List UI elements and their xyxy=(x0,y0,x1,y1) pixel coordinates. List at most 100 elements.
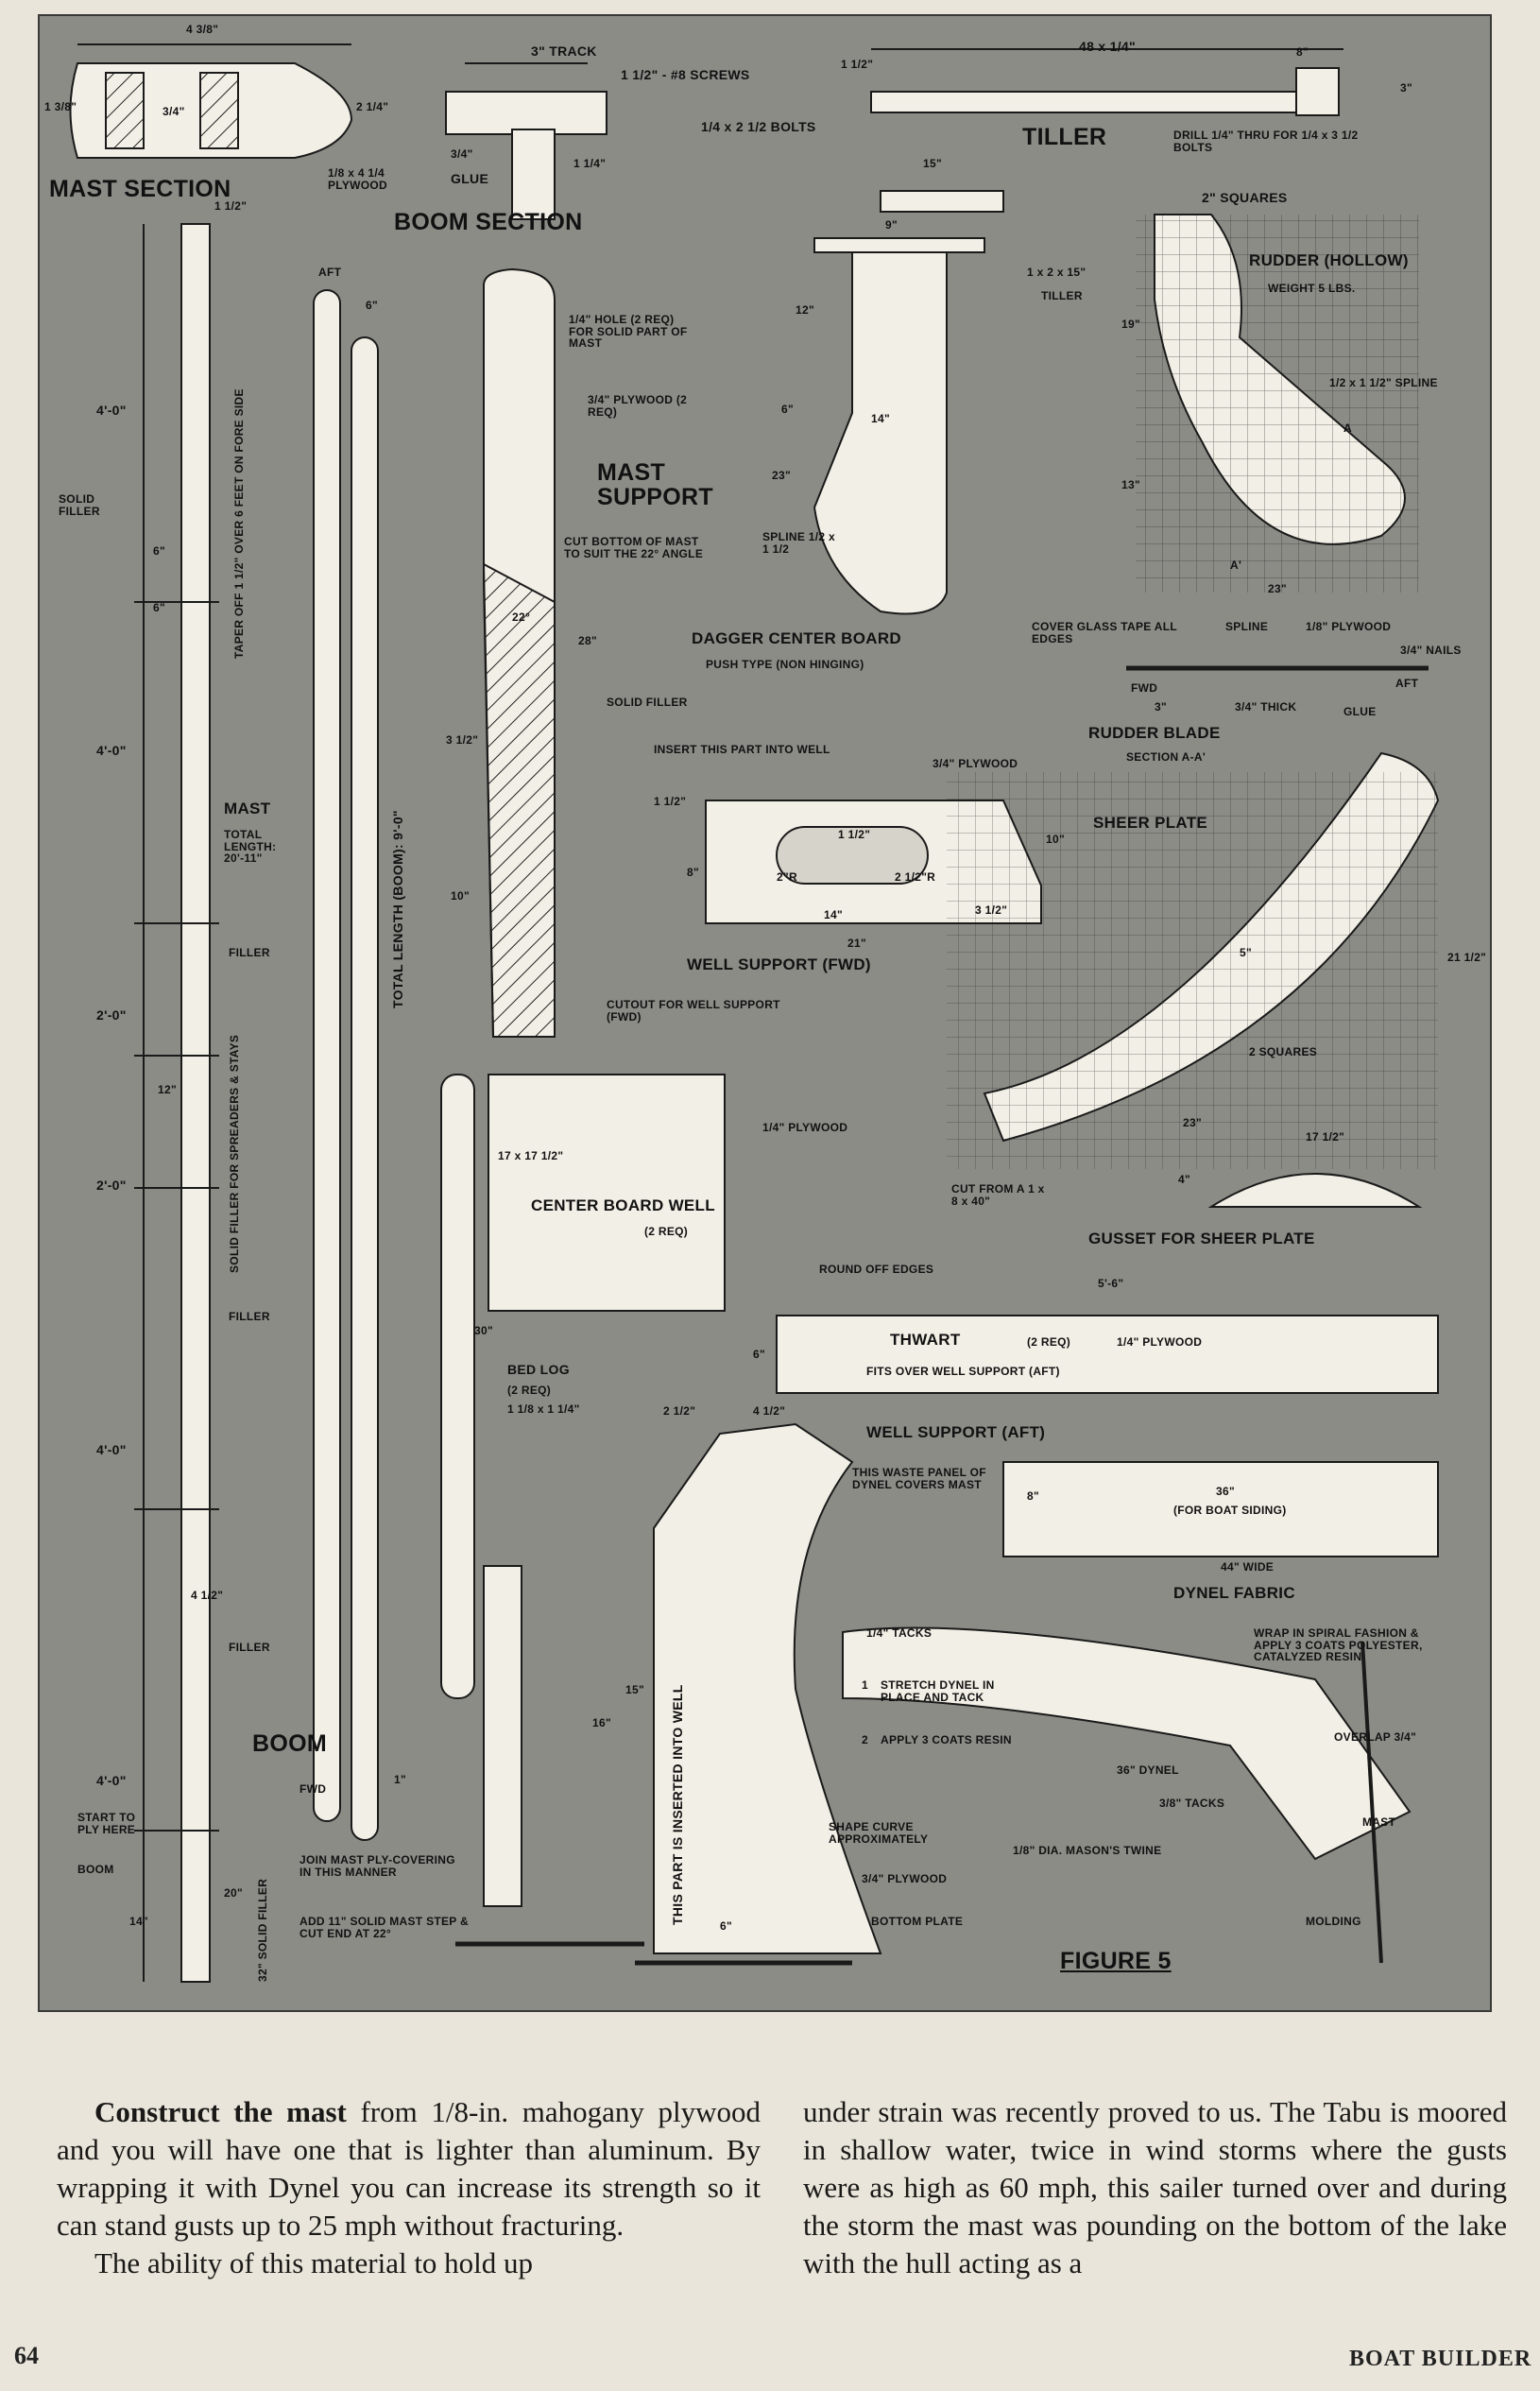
article-col2-p1: under strain was recently proved to us. … xyxy=(803,2095,1507,2279)
bed-log-req: (2 REQ) xyxy=(507,1384,552,1397)
article-lead: Construct the mast xyxy=(94,2095,347,2128)
well-support-aft-shape xyxy=(653,1422,882,1954)
boom-aft: AFT xyxy=(318,266,342,279)
boom-section-title: BOOM SECTION xyxy=(394,209,583,235)
boom-section-shape xyxy=(445,91,607,135)
mast-dim-top: 1 1/2" xyxy=(214,199,248,213)
mast-filler-2: FILLER xyxy=(229,1310,270,1323)
mast-start-ply: START TO PLY HERE xyxy=(77,1811,136,1836)
sheer-squares: 2 SQUARES xyxy=(1249,1045,1318,1058)
mast-support-dim-10: 10" xyxy=(451,889,470,903)
mast-shape xyxy=(180,223,211,1983)
dynel-step-num-1: 1 xyxy=(862,1678,868,1692)
rudder-blade-glue: GLUE xyxy=(1343,705,1377,718)
rudder-section-a-prime: A' xyxy=(1230,559,1242,572)
dynel-step-1: STRETCH DYNEL IN PLACE AND TACK xyxy=(881,1678,995,1704)
dagger-board-title: DAGGER CENTER BOARD xyxy=(692,629,901,647)
mast-support-dim-3: 3 1/2" xyxy=(446,733,479,747)
mast-taper-note: TAPER OFF 1 1/2" OVER 6 FEET ON FORE SID… xyxy=(232,388,246,659)
well-support-fwd-title: WELL SUPPORT (FWD) xyxy=(687,955,871,973)
dynel-dim-36: 36" xyxy=(1216,1485,1235,1498)
tiller-dim-15: 15" xyxy=(923,157,942,170)
mast-support-title: MAST SUPPORT xyxy=(597,459,713,511)
dagger-dim-12: 12" xyxy=(796,303,814,317)
dagger-dim-6: 6" xyxy=(781,403,794,416)
mast-spreaders-note: SOLID FILLER FOR SPREADERS & STAYS xyxy=(228,1034,241,1273)
well-aft-dim-4: 4 1/2" xyxy=(753,1404,786,1418)
rudder-blade-nails: 3/4" NAILS xyxy=(1400,644,1462,657)
boom-section-screws: 1 1/2" - #8 SCREWS xyxy=(621,67,750,82)
dynel-dim-8: 8" xyxy=(1027,1489,1039,1503)
mast-section-title: MAST SECTION xyxy=(49,176,231,202)
mast-label: MAST xyxy=(224,800,271,817)
dynel-step-num-2: 2 xyxy=(862,1733,868,1746)
well-aft-inserted: THIS PART IS INSERTED INTO WELL xyxy=(670,1684,685,1925)
thwart-plywood: 1/4" PLYWOOD xyxy=(1117,1335,1203,1349)
mast-seg-2: 4'-0" xyxy=(96,743,127,758)
rudder-blade-spline: SPLINE xyxy=(1225,620,1269,633)
tiller-dim-3: 3" xyxy=(1400,81,1412,95)
sheer-dim-5: 5" xyxy=(1240,946,1252,959)
mast-total-length: TOTAL LENGTH: 20'-11" xyxy=(224,828,277,866)
boom-total-length: TOTAL LENGTH (BOOM): 9'-0" xyxy=(390,810,405,1008)
sheer-cut: CUT FROM A 1 x 8 x 40" xyxy=(951,1182,1045,1208)
rudder-squares: 2" SQUARES xyxy=(1202,190,1288,205)
well-fwd-r2: 2 1/2"R xyxy=(895,870,936,884)
dynel-panel-shape xyxy=(1002,1461,1439,1557)
sheer-plate-title: SHEER PLATE xyxy=(1093,814,1208,832)
dynel-mast: MAST xyxy=(1362,1815,1396,1829)
cb-well-dim: 17 x 17 1/2" xyxy=(498,1149,564,1162)
well-aft-bottom: BOTTOM PLATE xyxy=(871,1915,964,1928)
mast-support-cutout: CUTOUT FOR WELL SUPPORT (FWD) xyxy=(607,998,780,1023)
rudder-dim-19: 19" xyxy=(1121,318,1140,331)
mast-support-solid-filler: SOLID FILLER xyxy=(607,696,688,709)
cb-well-req: (2 REQ) xyxy=(644,1225,689,1238)
dynel-waste: THIS WASTE PANEL OF DYNEL COVERS MAST xyxy=(852,1466,986,1491)
thwart-req: (2 REQ) xyxy=(1027,1335,1071,1349)
mast-solid-filler: SOLID FILLER xyxy=(59,492,100,518)
rudder-blade-cover: COVER GLASS TAPE ALL EDGES xyxy=(1032,620,1177,645)
well-aft-dim-16: 16" xyxy=(592,1716,611,1729)
well-fwd-dim-8: 8" xyxy=(687,866,699,879)
cb-well-title: CENTER BOARD WELL xyxy=(531,1196,715,1214)
gusset-dim-4: 4" xyxy=(1178,1173,1190,1186)
mast-solid-32: 32" SOLID FILLER xyxy=(256,1878,269,1982)
mast-boom-ref: BOOM xyxy=(77,1863,114,1876)
well-fwd-dim-3: 3 1/2" xyxy=(975,903,1008,917)
tiller-dim-length: 48 x 1/4" xyxy=(1079,39,1136,54)
rudder-blade-title: RUDDER BLADE xyxy=(1088,724,1221,742)
dagger-spline: SPLINE 1/2 x 1 1/2 xyxy=(762,530,835,556)
thwart-title: THWART xyxy=(890,1331,961,1349)
rudder-dim-9: 9" xyxy=(885,218,898,232)
figure-5-drawing: MAST SECTION 4 3/8" 1 3/8" 3/4" 2 1/4" 1… xyxy=(38,14,1492,2012)
well-support-aft-title: WELL SUPPORT (AFT) xyxy=(866,1423,1046,1441)
boom-section-glue: GLUE xyxy=(451,171,489,186)
mast-filler-1: FILLER xyxy=(229,946,270,959)
boom-label: BOOM xyxy=(252,1730,327,1757)
dynel-tacks: 1/4" TACKS xyxy=(866,1626,933,1640)
rudder-blade-subtitle: SECTION A-A' xyxy=(1126,750,1206,764)
gusset-dim-17: 17 1/2" xyxy=(1306,1130,1345,1144)
rudder-section-a: A xyxy=(1343,421,1352,435)
thwart-fits: FITS OVER WELL SUPPORT (AFT) xyxy=(866,1365,1060,1378)
tiller-drill: DRILL 1/4" THRU FOR 1/4 x 3 1/2 BOLTS xyxy=(1173,129,1359,154)
tiller-dim-8: 8" xyxy=(1296,45,1309,59)
mast-add-note: ADD 11" SOLID MAST STEP & CUT END AT 22° xyxy=(299,1915,469,1940)
tiller-shape xyxy=(870,91,1326,113)
tiller-title: TILLER xyxy=(1022,124,1107,150)
article-p2: The ability of this material to hold up xyxy=(94,2246,534,2279)
rudder-blade-thick: 3/4" THICK xyxy=(1235,700,1297,714)
rudder-board: 1 x 2 x 15" xyxy=(1027,266,1087,279)
dynel-tacks-2: 3/8" TACKS xyxy=(1159,1797,1225,1810)
rudder-tiller: TILLER xyxy=(1041,289,1083,302)
mast-dim-14: 14" xyxy=(129,1915,148,1928)
well-fwd-dim-half: 1 1/2" xyxy=(838,828,871,841)
running-head: BOAT BUILDER xyxy=(1349,2347,1532,2371)
boom-dim-6: 6" xyxy=(366,299,378,312)
boom-section-track: 3" TRACK xyxy=(531,43,597,59)
well-aft-dim-6: 6" xyxy=(720,1919,732,1933)
mast-support-plywood: 3/4" PLYWOOD (2 REQ) xyxy=(588,393,688,419)
dynel-siding: (FOR BOAT SIDING) xyxy=(1173,1504,1287,1517)
rudder-dim-23: 23" xyxy=(1268,582,1287,595)
rudder-blade-plywood: 1/8" PLYWOOD xyxy=(1306,620,1392,633)
